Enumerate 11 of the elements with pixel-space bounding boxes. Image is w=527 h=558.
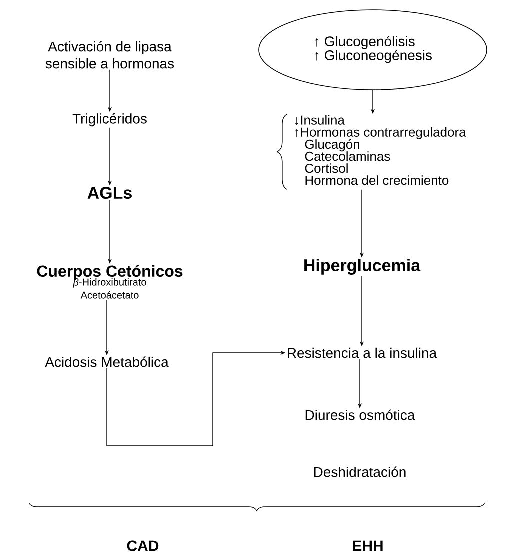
step-heading: AGLs [88,187,132,200]
step-text: Diuresis osmótica [306,410,416,420]
step-text: Acidosis Metabólica [45,356,169,368]
group-label: CAD [127,540,159,552]
step-text: Triglicéridos [72,113,147,127]
step-text: Activación de lipasa sensible a hormonas [46,41,174,69]
hormone-list: ↓Insulina ↑Hormonas contrarreguladora Glucagón Catecolaminas Cortisol Hormona del crecimiento [295,115,466,186]
step-text: Resistencia a la insulina [288,348,438,358]
group-label: EHH [353,540,383,552]
step-heading: Hiperglucemia [304,259,421,275]
step-text: Deshidratación [314,466,406,478]
